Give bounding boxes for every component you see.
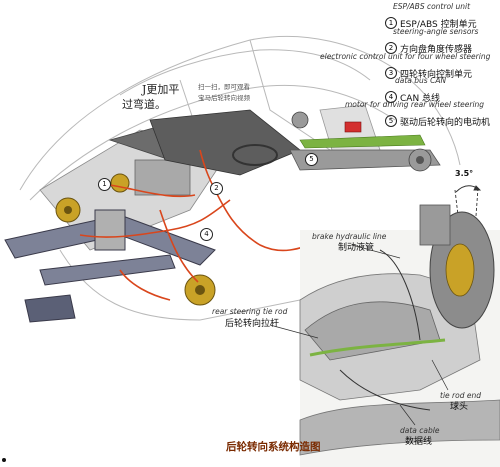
front-left-disc	[55, 197, 81, 223]
marker-dot	[2, 458, 6, 462]
legend-1-number: 1	[385, 16, 397, 29]
legend-2-en: steering-angle sensors	[393, 27, 479, 36]
legend-2-cn: 方向盘角度传感器	[400, 45, 473, 55]
qr-note-line-1: 扫一扫，即可观看	[198, 83, 250, 91]
legend-4-number: 4	[385, 90, 397, 103]
legend-5-cn: 驱动后轮转向的电动机	[400, 118, 491, 128]
legend-3-cn: 四轮转向控制单元	[400, 70, 473, 80]
qr-note-line-2: 宝马后轮转向视频	[198, 94, 250, 102]
rear-axle	[289, 111, 441, 172]
legend-4-en: data bus CAN	[395, 76, 447, 85]
legend-3-en: electronic control unit for four wheel s…	[320, 52, 491, 61]
legend-4-cn: CAN 总线	[400, 94, 441, 104]
legend-3-number: 3	[385, 66, 397, 79]
callout-1: 1	[98, 178, 111, 191]
callout-4: 4	[200, 228, 213, 241]
tie-rod-end-label-cn: 球头	[450, 402, 469, 412]
legend-5-number: 5	[385, 114, 397, 127]
front-subframe	[4, 209, 216, 323]
leader-lines	[269, 244, 449, 426]
handwritten-line-1: J更加平	[142, 83, 180, 96]
angle-label: 3.5°	[455, 169, 474, 178]
brake-line-label-en: brake hydraulic line	[312, 232, 387, 241]
inset-detail	[299, 204, 500, 467]
tie-rod-label-en: rear steering tie rod	[212, 307, 288, 316]
legend-5-en: motor for driving rear wheel steering	[345, 100, 485, 109]
data-cable-label-cn: 数据线	[405, 437, 433, 447]
legend-2-number: 2	[385, 41, 397, 54]
callout-2: 2	[210, 182, 223, 195]
front-upper-disc	[110, 173, 130, 193]
tie-rod-end-label-en: tie rod end	[440, 391, 481, 400]
legend-1-cn: ESP/ABS 控制单元	[400, 20, 477, 30]
data-cable-label-en: data cable	[400, 426, 440, 435]
front-right-disc	[184, 274, 216, 306]
diagram-caption: 后轮转向系统构造图	[226, 441, 321, 453]
callout-5: 5	[305, 153, 318, 166]
legend-1-en: ESP/ABS control unit	[393, 2, 471, 11]
brake-line-label-cn: 制动液管	[338, 243, 375, 253]
handwritten-line-2: 过弯道。	[122, 98, 166, 111]
tie-rod-label-cn: 后轮转向拉杆	[225, 319, 280, 329]
